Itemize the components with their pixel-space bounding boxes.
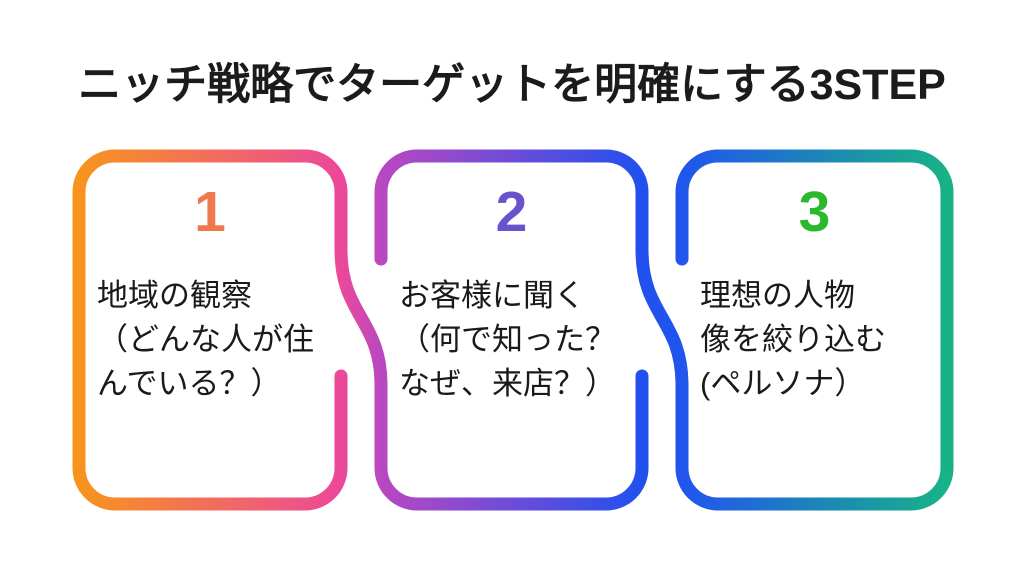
step-3-number: 3 (798, 180, 831, 244)
step-2-text: お客様に聞く （何で知った？ なぜ、来店？） (399, 274, 616, 406)
page-title: ニッチ戦略でターゲットを明確にする3STEP (78, 61, 946, 109)
step-1-line-1: 地域の観察 (97, 278, 252, 313)
step-1-line-3: んでいる？） (97, 366, 282, 401)
card2-card3-interlocked-border (374, 149, 954, 511)
step-2-number: 2 (495, 180, 528, 244)
step-2-line-2: （何で知った？ (399, 322, 616, 357)
step-2-line-3: なぜ、来店？） (399, 366, 616, 401)
step-3-line-3: (ペルソナ） (700, 366, 866, 401)
step-3-line-1: 理想の人物 (700, 278, 855, 313)
step-1-text: 地域の観察 （どんな人が住 んでいる？） (97, 274, 314, 406)
step-1-line-2: （どんな人が住 (97, 322, 314, 357)
step-3-line-2: 像を絞り込む (700, 322, 886, 357)
step-3-text: 理想の人物 像を絞り込む (ペルソナ） (700, 274, 886, 406)
step-1-number: 1 (194, 180, 226, 244)
card1-card2-interlocked-border (72, 149, 649, 511)
step-2-line-1: お客様に聞く (399, 278, 585, 313)
